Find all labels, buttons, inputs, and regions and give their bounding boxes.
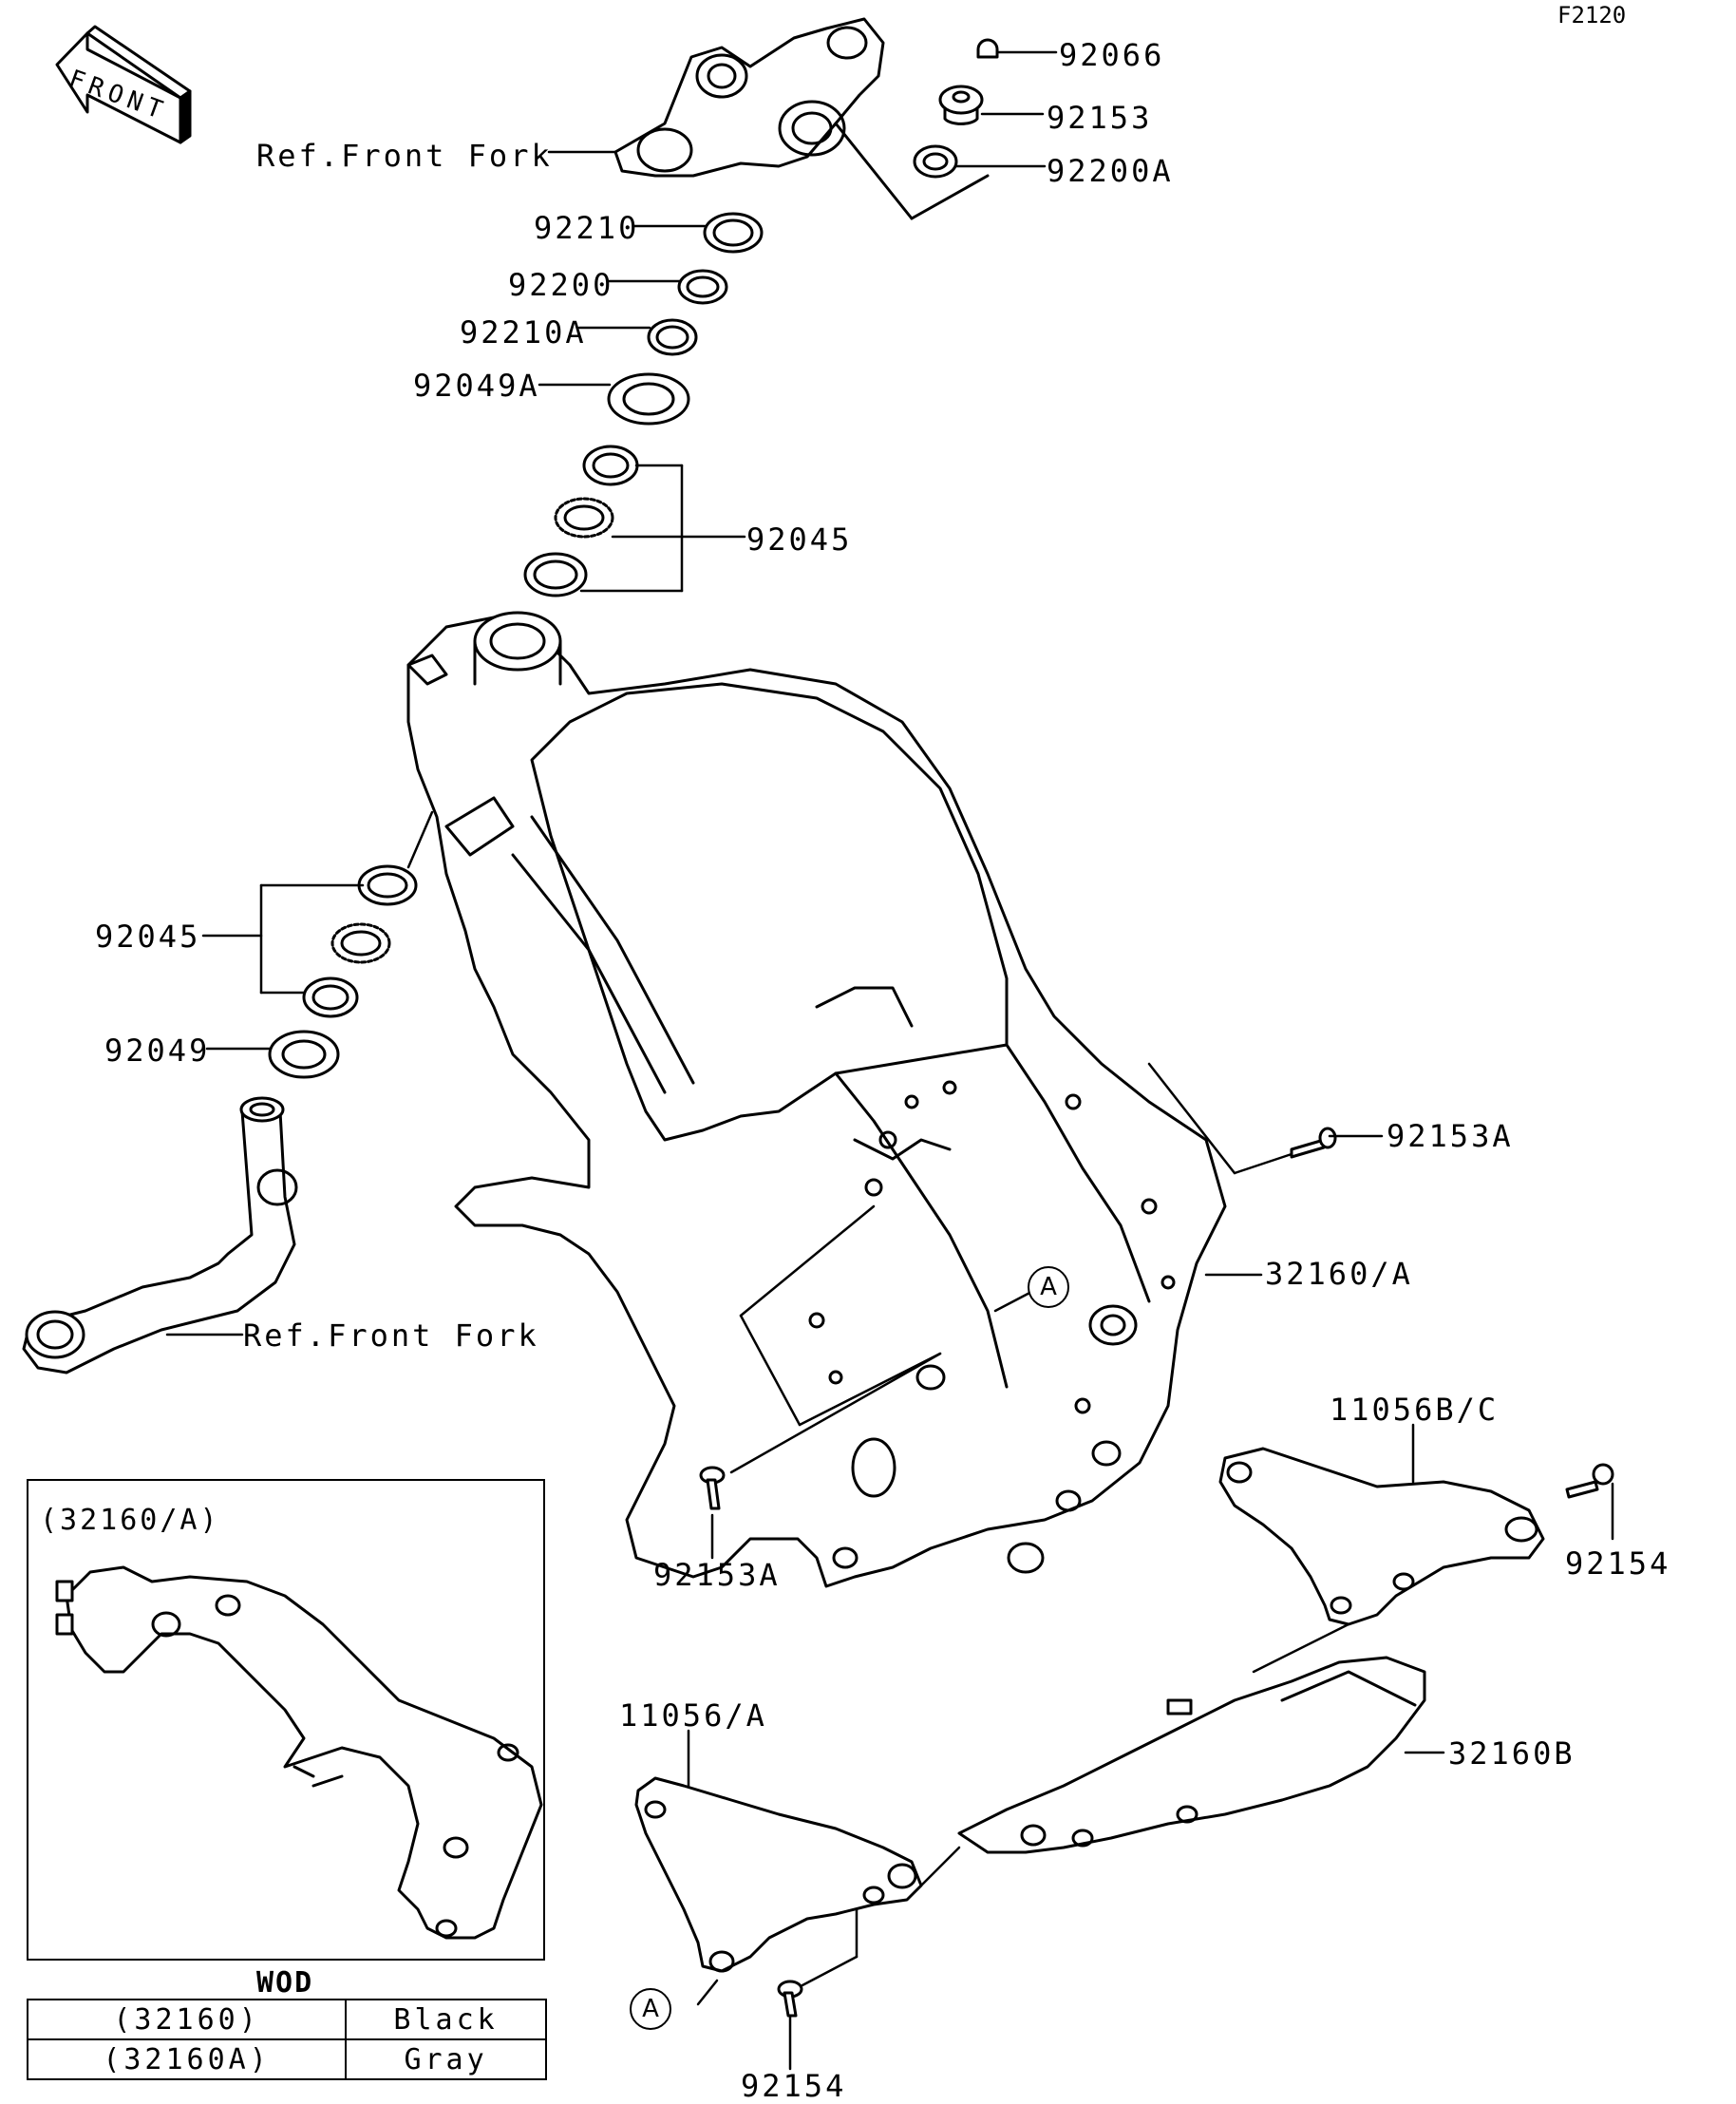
table-row: (32160) Black [26, 1999, 547, 2040]
callout-ref-front-fork-bottom: Ref.Front Fork [243, 1317, 539, 1354]
inset-box: (32160/A) [27, 1479, 545, 1961]
callout-92066: 92066 [1059, 37, 1165, 73]
bracket-11056A [634, 1776, 923, 1973]
callout-ref-front-fork-top: Ref.Front Fork [256, 138, 553, 174]
callout-92045-upper: 92045 [746, 521, 853, 558]
callout-92153: 92153 [1047, 100, 1153, 136]
callout-32160A: 32160/A [1265, 1256, 1413, 1292]
wod-code-cell: (32160) [26, 1999, 348, 2040]
table-row: (32160A) Gray [26, 2038, 547, 2080]
callout-92049: 92049 [104, 1033, 211, 1069]
rear-frame-32160B [957, 1656, 1426, 1854]
wod-color-cell: Black [345, 1999, 547, 2040]
seal-92049A [607, 372, 690, 426]
bolt-92153A-right [1290, 1127, 1337, 1159]
callout-92153A-bottom: 92153A [653, 1557, 781, 1593]
callout-92210: 92210 [534, 210, 640, 246]
inset-frame-drawing [55, 1565, 543, 1940]
wod-title: WOD [256, 1966, 314, 2000]
bearing-92045-lower [302, 864, 418, 1018]
bracket-11056BC [1218, 1447, 1545, 1626]
callout-11056A: 11056/A [619, 1697, 767, 1734]
inset-title: (32160/A) [40, 1504, 220, 1537]
bolt-92154-bottom [777, 1980, 803, 2018]
callout-92200A: 92200A [1047, 153, 1174, 189]
callout-92154-bottom: 92154 [741, 2068, 847, 2104]
nut-92210A [647, 318, 698, 356]
upper-triple-clamp [613, 17, 990, 220]
callout-32160B: 32160B [1448, 1735, 1576, 1772]
leader-lines [165, 50, 1614, 2071]
cap-92066 [976, 38, 999, 59]
main-frame-32160 [406, 611, 1227, 1588]
callout-92153A-right: 92153A [1387, 1118, 1514, 1154]
wod-code-cell: (32160A) [26, 2038, 348, 2080]
callout-92210A: 92210A [460, 314, 587, 351]
washer-92200A [913, 144, 958, 179]
callout-92049A: 92049A [413, 368, 540, 404]
callout-92200: 92200 [508, 267, 614, 303]
callout-11056BC: 11056B/C [1330, 1392, 1500, 1428]
figure-code: F2120 [1557, 2, 1627, 28]
nut-92153 [938, 85, 984, 125]
seal-92049 [268, 1030, 340, 1079]
bolt-92154-right [1565, 1463, 1614, 1499]
wod-color-cell: Gray [345, 2038, 547, 2080]
bearing-92045-upper [523, 445, 639, 597]
callout-92045-lower: 92045 [95, 919, 201, 955]
washer-92200 [677, 269, 728, 305]
front-arrow-icon [55, 25, 192, 144]
bolt-92153A-bottom [699, 1466, 726, 1510]
ref-marker-a-bracket: A [630, 1988, 671, 2030]
lower-triple-clamp [22, 1096, 298, 1374]
wod-table: (32160) Black (32160A) Gray [26, 1999, 547, 2080]
callout-92154-right: 92154 [1565, 1545, 1671, 1582]
ref-marker-a-frame: A [1028, 1266, 1069, 1308]
nut-92210 [703, 212, 764, 254]
